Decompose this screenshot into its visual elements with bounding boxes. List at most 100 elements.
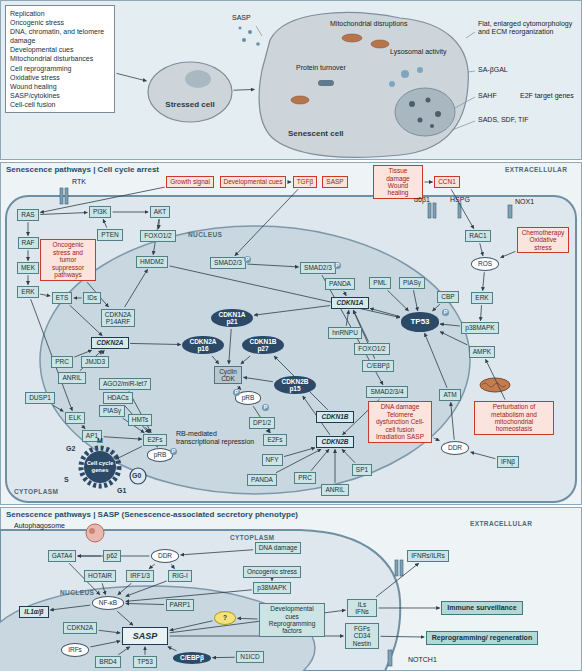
node-text: ILs IFNs bbox=[351, 601, 373, 616]
outcome-box: Reprogramming/ regeneration bbox=[426, 631, 538, 645]
molecule-box: PANDA bbox=[247, 474, 277, 485]
phospho-mark: P bbox=[262, 404, 269, 411]
pathway-arrow bbox=[125, 269, 148, 307]
node-text: E2Fs bbox=[147, 436, 162, 443]
pathway-arrow bbox=[118, 583, 132, 595]
node-text: BRD4 bbox=[99, 658, 116, 665]
node-text: pRB bbox=[154, 451, 167, 458]
node-text: P14ARF bbox=[105, 318, 131, 325]
mitochondrion-cristae bbox=[482, 383, 506, 387]
stimulus-box: TGFβ bbox=[293, 176, 318, 187]
node-text: PARP1 bbox=[170, 601, 191, 608]
autophagosome bbox=[86, 524, 104, 542]
node-text: CDKN1B bbox=[321, 413, 348, 420]
pathway-arrow bbox=[90, 641, 120, 647]
node-text: HMDM2 bbox=[140, 258, 164, 265]
node-text: ETS bbox=[56, 294, 69, 301]
molecule-box: p38MAPK bbox=[253, 582, 290, 593]
node-text: C/EBPβ bbox=[366, 362, 389, 369]
molecule-box: Developmental cues Reprogramming factors bbox=[259, 603, 325, 637]
annotation-label: SADS, SDF, TIF bbox=[478, 116, 528, 124]
molecule-box: PML bbox=[369, 277, 390, 288]
molecule-box: ERK bbox=[17, 286, 38, 297]
molecule-ellipse: IRFs bbox=[61, 643, 89, 656]
pathway-arrow bbox=[241, 356, 250, 364]
pathway-arrow bbox=[104, 437, 142, 439]
pathway-arrow bbox=[212, 657, 234, 658]
pathway-arrow bbox=[501, 251, 516, 257]
pathway-arrow bbox=[376, 563, 419, 597]
stimulus-box: CCN1 bbox=[434, 176, 460, 187]
molecule-box: GATA4 bbox=[48, 550, 76, 561]
node-text: Immune surveillance bbox=[447, 604, 516, 612]
pathway-arrow bbox=[149, 564, 155, 569]
node-text: Senescence pathways | Cell cycle arrest bbox=[6, 165, 576, 174]
pathway-arrow bbox=[145, 427, 149, 433]
molecule-box: FGFs CD34 Nestin bbox=[345, 623, 379, 649]
pathway-arrow bbox=[335, 449, 336, 483]
node-text: TP53 bbox=[410, 317, 429, 326]
molecule-box: N1ICD bbox=[236, 651, 264, 662]
molecule-box: PIASγ bbox=[399, 277, 425, 288]
molecule-box: AMPK bbox=[469, 346, 495, 357]
molecule-box: C/EBPβ bbox=[362, 360, 393, 371]
node-text: ERK bbox=[21, 288, 34, 295]
node-text: RIG-I bbox=[172, 572, 188, 579]
pathway-arrow bbox=[103, 219, 107, 228]
pathway-arrow bbox=[425, 333, 447, 388]
stimulus-box: SASP bbox=[322, 176, 347, 187]
molecule-box: HOTAIR bbox=[84, 570, 116, 581]
pathway-arrow bbox=[268, 430, 270, 433]
node-text: PANDA bbox=[329, 280, 351, 287]
node-text: PI3K bbox=[93, 208, 107, 215]
annotation-label: SAHF bbox=[478, 92, 497, 100]
molecule-box: SMAD2/3 bbox=[210, 257, 246, 268]
annotation-label: α6β1 bbox=[414, 196, 430, 204]
molecule-box: p38MAPK bbox=[461, 322, 498, 333]
annotation-label: Mitochondrial disruptions bbox=[330, 20, 407, 28]
node-text: FOXO1/2 bbox=[144, 232, 171, 239]
node-text: N1ICD bbox=[240, 653, 260, 660]
region-label: EXTRACELLULAR bbox=[470, 520, 532, 528]
node-text: AKT bbox=[154, 208, 167, 215]
cell-shape: Senescent cell bbox=[256, 12, 470, 158]
molecule-box: DP1/2 bbox=[249, 417, 275, 428]
node-text: PRC bbox=[55, 358, 69, 365]
pathway-arrow bbox=[344, 291, 346, 296]
pathway-arrow bbox=[243, 377, 273, 381]
node-text: CDKN1B bbox=[249, 338, 276, 345]
pathway-arrow bbox=[483, 272, 485, 291]
node-text: Oncogenic stress and tumor suppressor pa… bbox=[44, 241, 92, 278]
node-text: CDKN1A bbox=[218, 311, 245, 318]
node-text: Developmental cues bbox=[10, 45, 110, 54]
node-text: Oncogenic stress bbox=[10, 18, 110, 27]
node-text: PANDA bbox=[251, 476, 273, 483]
pathway-arrow bbox=[40, 294, 50, 296]
molecule-box: PI3K bbox=[89, 206, 111, 217]
pathway-arrow bbox=[247, 264, 298, 267]
phospho-mark: P bbox=[442, 309, 449, 316]
stressed-cell-outline bbox=[148, 62, 232, 122]
pathway-arrow bbox=[181, 550, 254, 555]
pathway-arrow bbox=[28, 222, 29, 236]
gear-teeth bbox=[81, 448, 119, 486]
pathway-arrow bbox=[413, 290, 417, 311]
node-text: HOTAIR bbox=[88, 572, 112, 579]
node-text: PIASγ bbox=[403, 279, 421, 286]
stimulus-box: Perturbation of metabolism and mitochond… bbox=[474, 401, 554, 435]
pathway-arrow bbox=[254, 306, 330, 316]
molecule-box: JMJD3 bbox=[81, 356, 109, 367]
protein-ellipse: CDKN2Ap16 bbox=[182, 336, 223, 355]
node-text: GATA4 bbox=[52, 552, 72, 559]
region-label: NUCLEUS bbox=[60, 589, 94, 597]
annotation-label: S bbox=[64, 476, 69, 484]
molecule-ellipse: NF-κB bbox=[92, 596, 124, 609]
pathway-arrow bbox=[253, 406, 270, 433]
node-text: p21 bbox=[218, 318, 245, 325]
proteasome bbox=[318, 80, 334, 86]
node-text: CDK bbox=[219, 375, 237, 382]
node-text: DNA, chromatin, and telomere damage bbox=[10, 27, 110, 45]
molecule-box: ETS bbox=[52, 292, 73, 303]
pathway-arrow bbox=[432, 304, 439, 311]
pathway-arrow bbox=[370, 308, 400, 316]
